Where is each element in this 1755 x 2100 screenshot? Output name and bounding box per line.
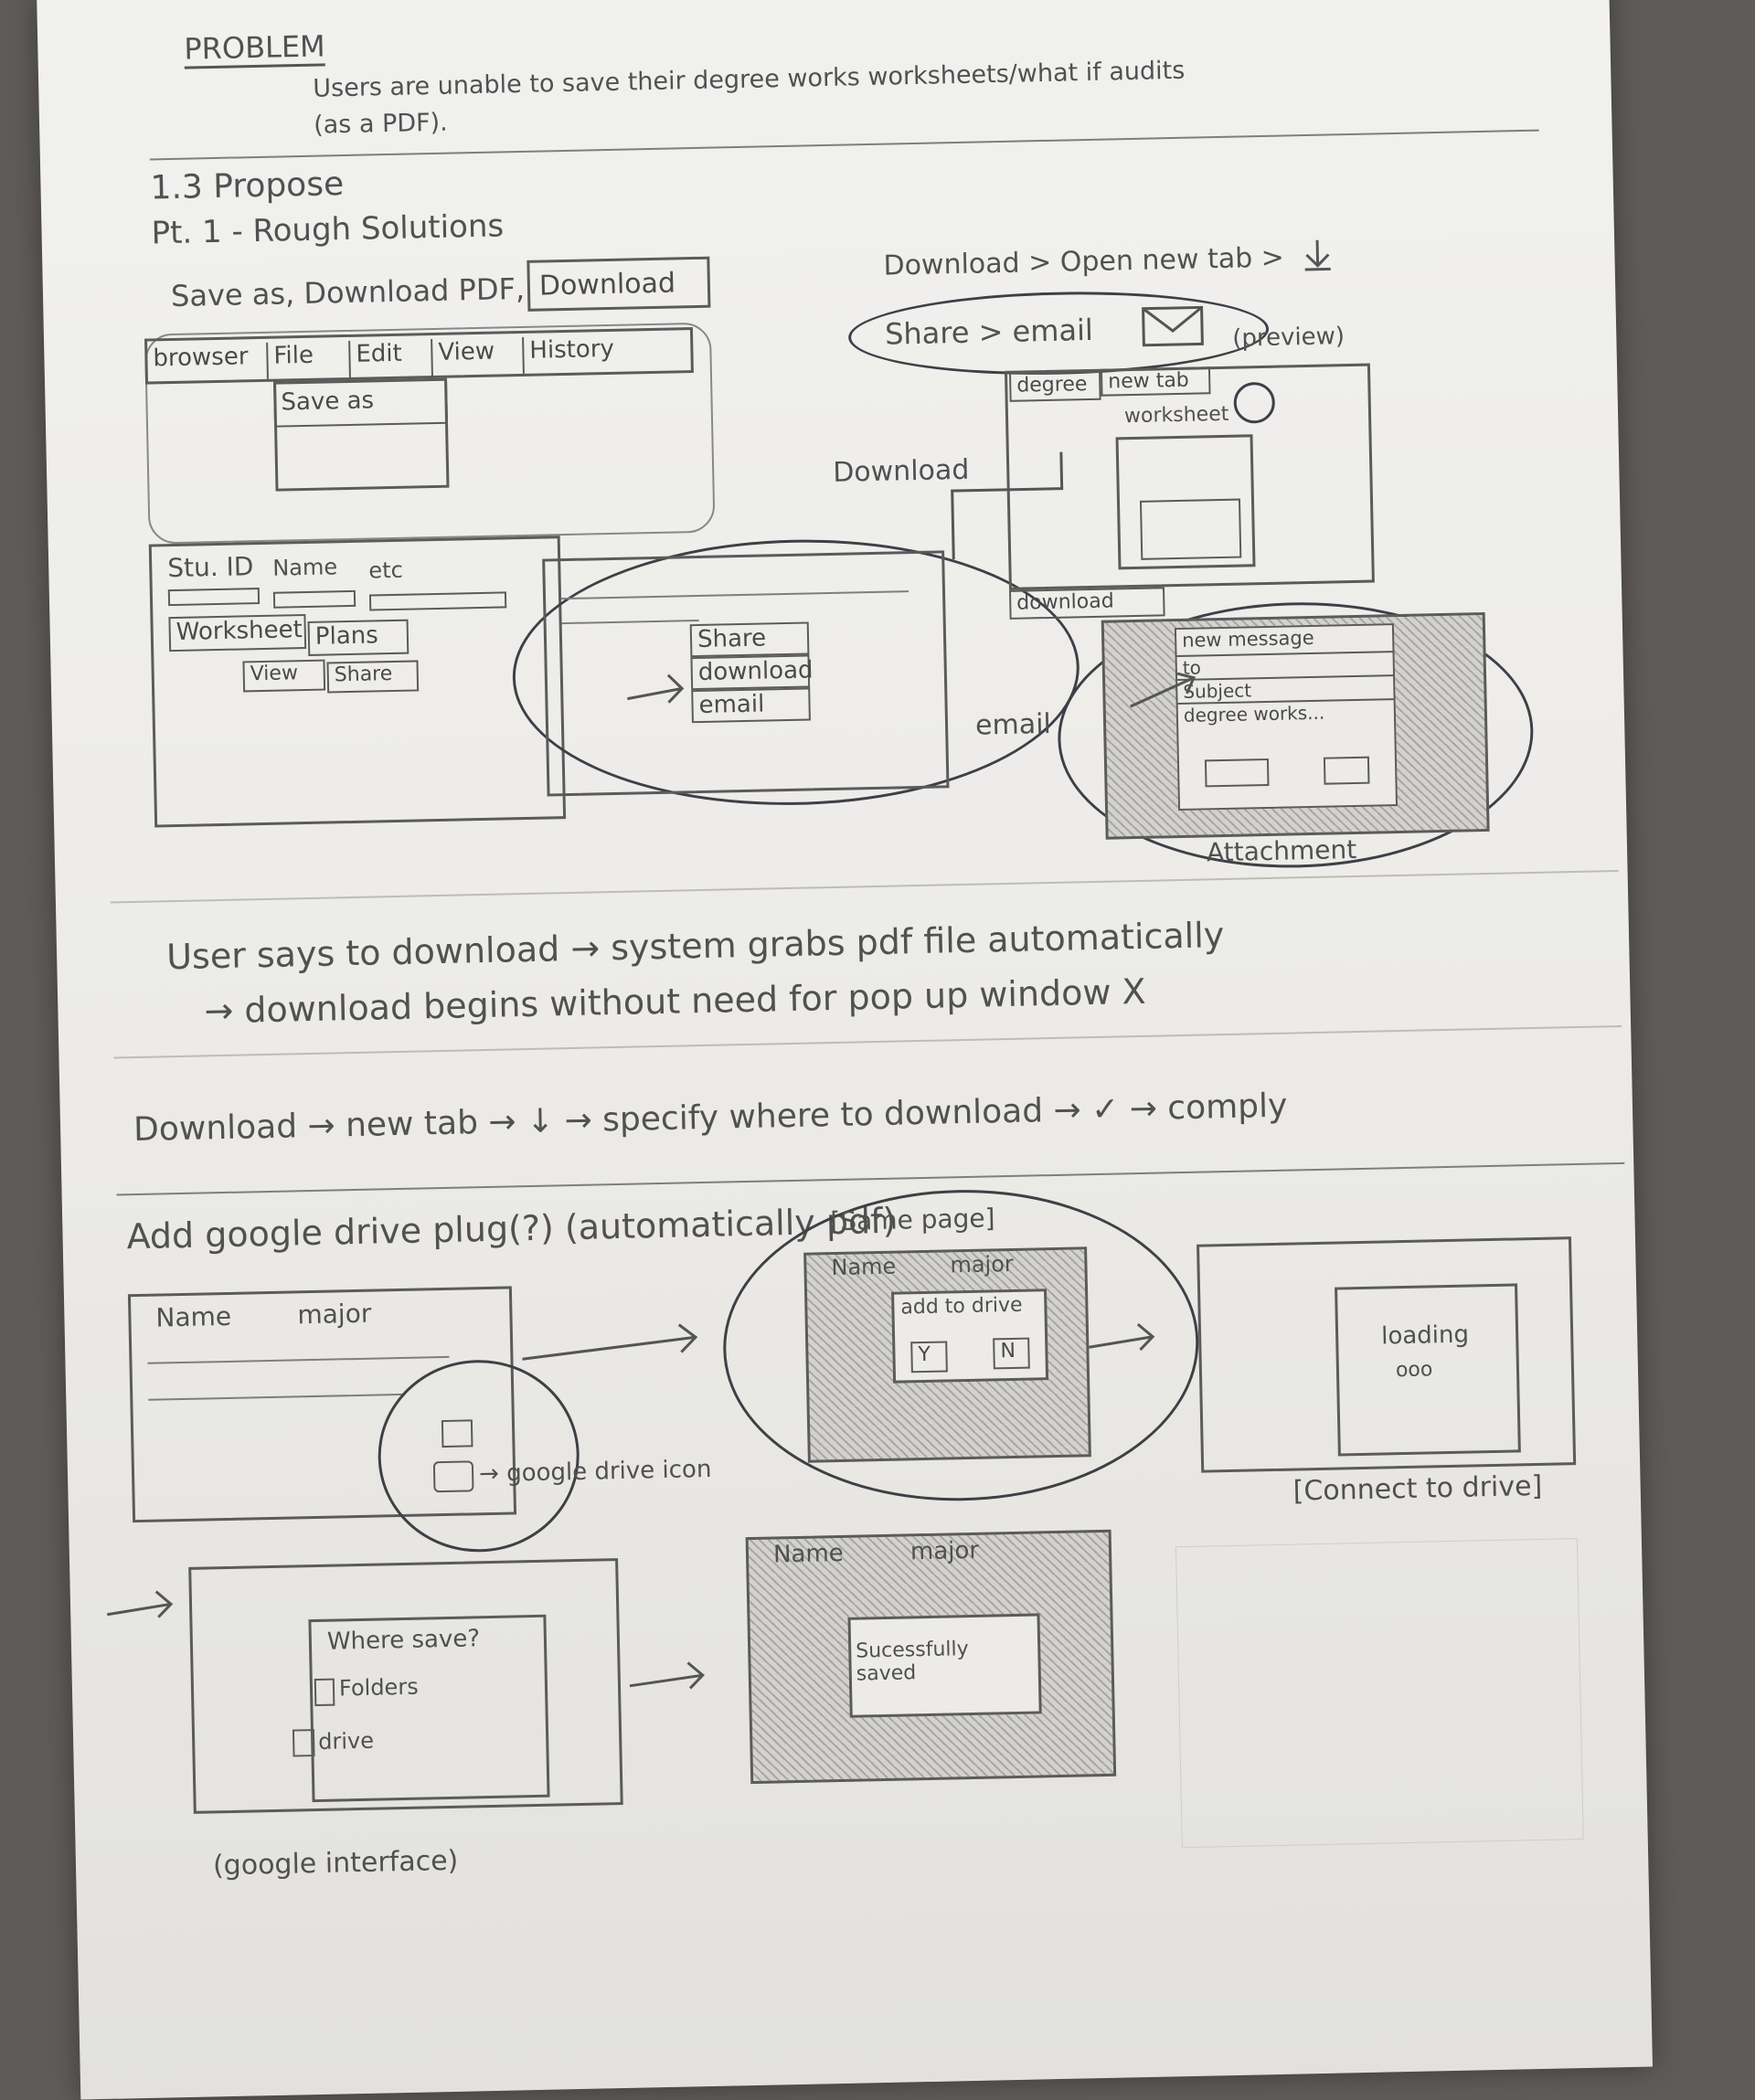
envelope-icon xyxy=(1142,305,1204,347)
sketch-paper: PROBLEM Users are unable to save their d… xyxy=(37,0,1653,2100)
download-arrow-icon xyxy=(1304,239,1331,271)
flow-arrows xyxy=(107,451,1197,1690)
